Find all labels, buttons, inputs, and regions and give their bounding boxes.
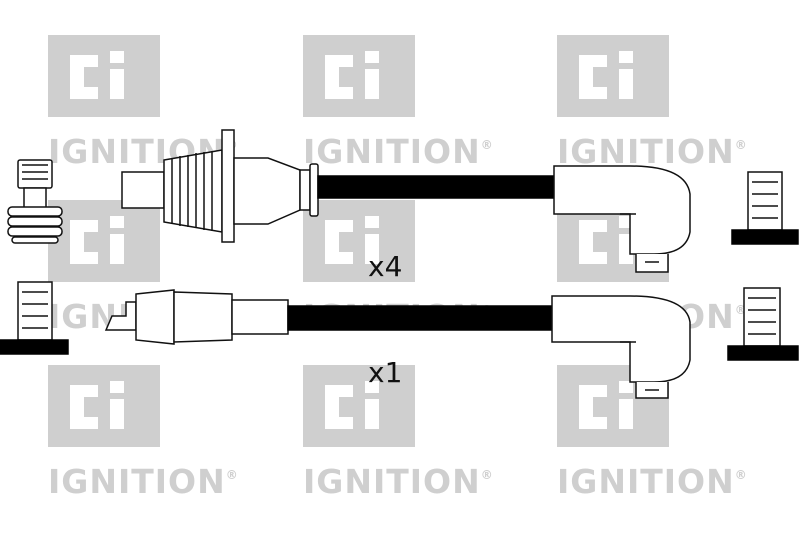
ci-logo-icon <box>557 35 669 117</box>
connector-cap-icon <box>0 281 69 355</box>
ci-logo-icon <box>48 35 160 117</box>
ci-logo-icon <box>48 200 160 282</box>
connector-cap-icon <box>727 287 799 361</box>
watermark-tile: IGNITION® <box>303 365 494 501</box>
distributor-terminal-icon <box>7 159 63 244</box>
watermark-tile: IGNITION® <box>303 35 494 171</box>
lead-set-a: x4 <box>7 129 799 283</box>
ci-logo-icon <box>48 365 160 447</box>
plug-boot-icon <box>121 129 319 243</box>
lead-cable <box>317 175 555 199</box>
watermark-label: IGNITION® <box>557 132 748 171</box>
watermark-tile: IGNITION® <box>48 365 239 501</box>
quantity-label-b: x1 <box>368 356 402 389</box>
lead-cable <box>287 305 553 331</box>
coil-end-boot-icon <box>553 165 691 273</box>
ci-logo-icon <box>303 200 415 282</box>
ci-logo-icon <box>303 365 415 447</box>
watermark-tile: IGNITION® <box>48 35 238 171</box>
watermark-label: IGNITION® <box>303 462 494 501</box>
ci-logo-icon <box>303 35 415 117</box>
lead-set-b: x1 <box>0 281 799 399</box>
watermark-label: IGNITION® <box>48 462 239 501</box>
watermark-label: IGNITION® <box>303 132 494 171</box>
connector-cap-icon <box>731 171 799 245</box>
watermark-label: IGNITION® <box>557 462 748 501</box>
coil-end-boot-icon <box>551 295 691 399</box>
watermark-tile: IGNITION® <box>557 365 748 501</box>
watermark-tile: IGNITION® <box>557 35 748 171</box>
quantity-label-a: x4 <box>368 250 402 283</box>
